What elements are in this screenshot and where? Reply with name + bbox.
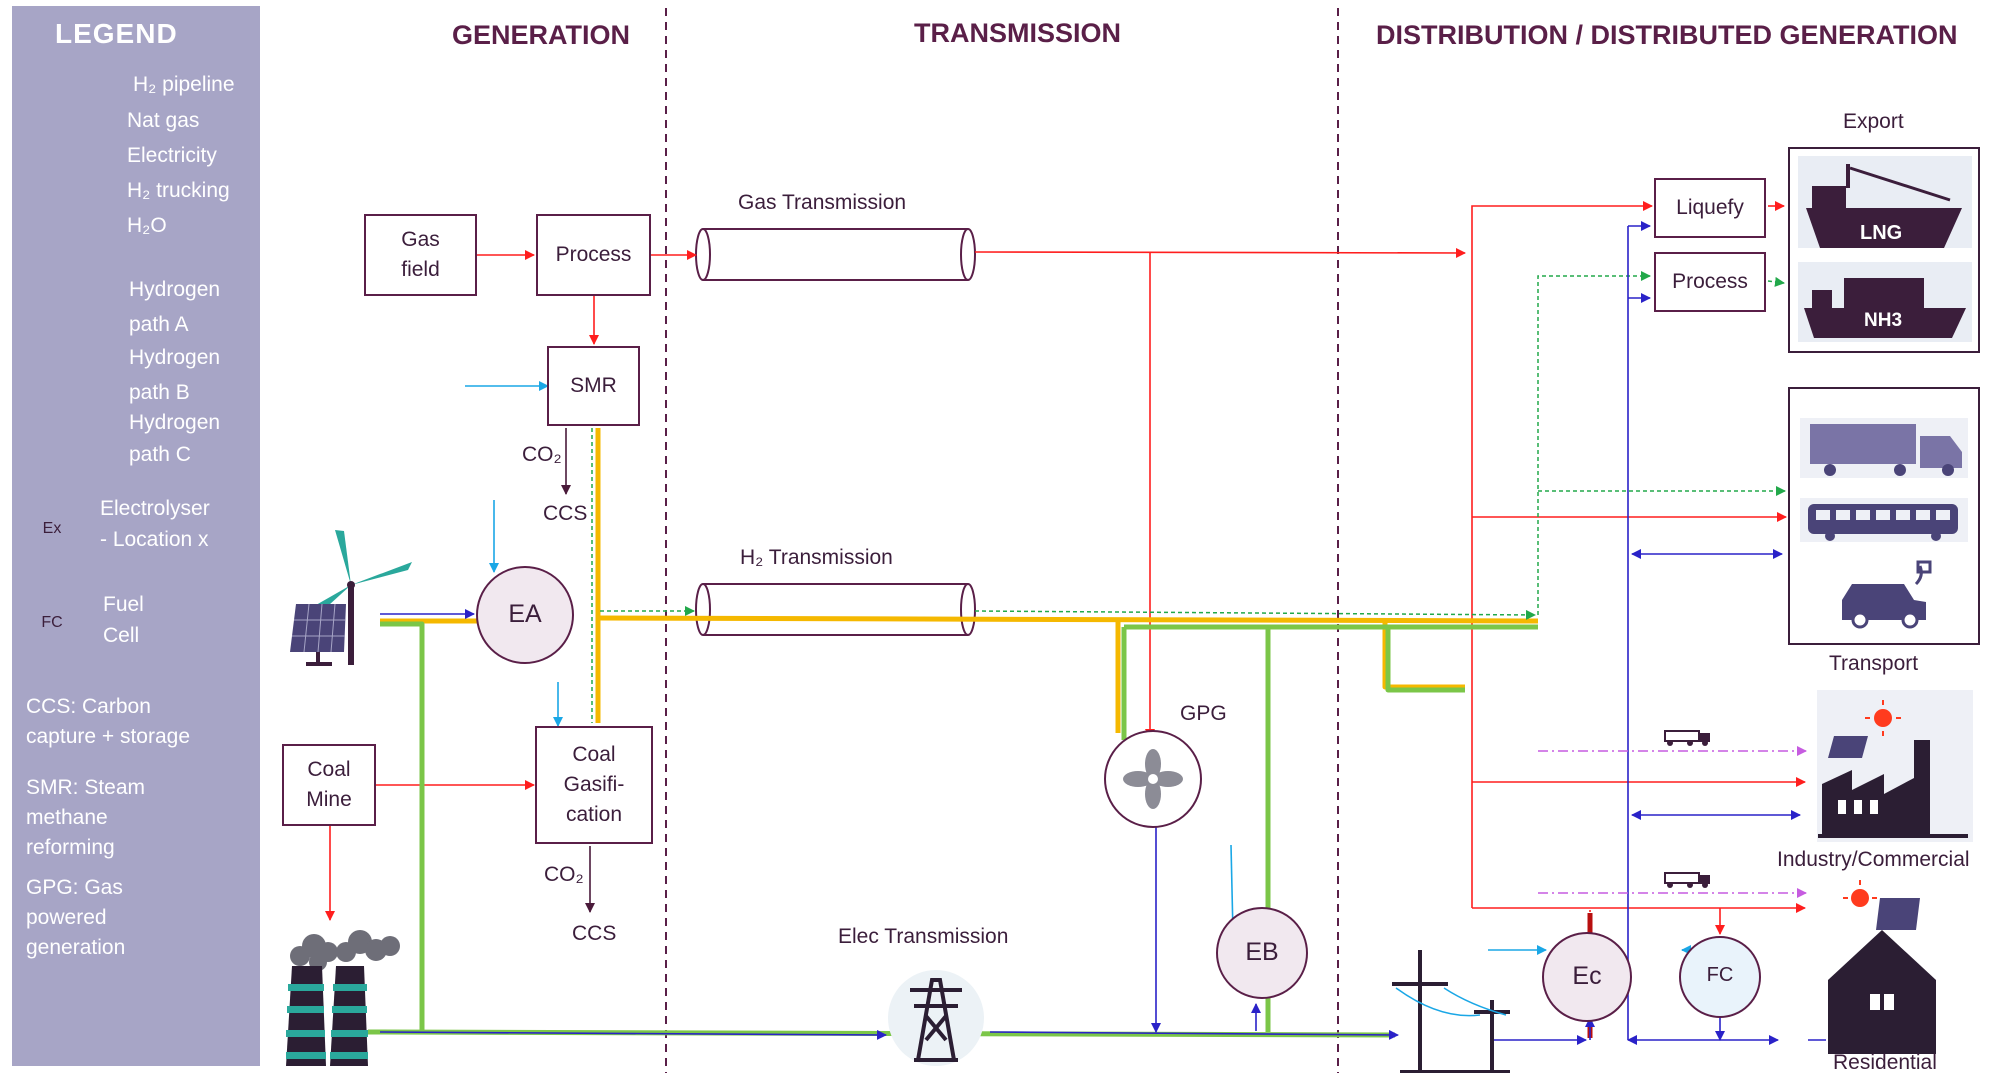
electrolyser-c[interactable]: [1542, 932, 1632, 1022]
fuel-cell-label: FC: [1706, 964, 1734, 986]
electrolyser-b-label: EB: [1245, 938, 1279, 966]
coal-gasification-line2: Gasifi-: [563, 773, 625, 796]
ccs-label-smr: CCS: [543, 502, 588, 525]
h2o-lines: [465, 381, 1702, 955]
section-generation: GENERATION: [452, 20, 631, 50]
electrolyser-a-label: EA: [508, 600, 542, 628]
section-transmission: TRANSMISSION: [914, 18, 1122, 48]
legend-h2-trucking: H₂ trucking: [127, 179, 230, 202]
industry-icon: [1817, 690, 1973, 842]
co2-label-smr: CO₂: [522, 443, 562, 466]
legend-panel: [12, 6, 260, 1066]
legend-fuel-cell-line1: Fuel: [103, 593, 144, 616]
transmission-tower-icon: [888, 970, 984, 1066]
lng-label: LNG: [1860, 222, 1903, 244]
legend-path-b-line1: Hydrogen: [129, 346, 221, 369]
residential-house-icon: [1828, 880, 1936, 1054]
coal-gasification-line3: cation: [565, 803, 623, 826]
co2-arrows: [561, 428, 595, 913]
elec-transmission-label: Elec Transmission: [838, 925, 1009, 948]
electrolyser-b[interactable]: [1216, 907, 1308, 999]
legend-path-c-line2: path C: [129, 443, 191, 466]
nat-gas-lines: [325, 201, 1806, 935]
gpg-label: GPG: [1180, 702, 1227, 725]
legend-electrolyser-symbol: Ex: [42, 520, 62, 537]
h2-trucking-lines: [1538, 746, 1807, 898]
gpg-fan-icon: [1104, 730, 1202, 828]
legend-h2-pipeline: H₂ pipeline: [133, 73, 235, 96]
legend-path-c-line1: Hydrogen: [129, 411, 221, 434]
gas-field-line2: field: [401, 258, 440, 281]
transport-label: Transport: [1829, 652, 1919, 675]
legend-nat-gas: Nat gas: [127, 109, 200, 132]
transport-box: [1788, 387, 1980, 645]
export-box: [1788, 147, 1980, 353]
legend-title: LEGEND: [55, 18, 178, 49]
legend-electrolyser-line1: Electrolyser: [100, 497, 210, 520]
electrolyser-c-label: Ec: [1572, 962, 1602, 990]
h2-transmission-pipe: [695, 583, 976, 636]
liquefy-box[interactable]: Liquefy: [1654, 178, 1766, 238]
gas-field-box[interactable]: Gas field: [364, 214, 477, 296]
legend-h2o: H₂O: [127, 214, 167, 237]
coal-mine-line2: Mine: [306, 788, 352, 811]
process-box-distribution-label: Process: [1672, 270, 1748, 293]
legend-gpg-line2: powered: [26, 906, 107, 929]
nh3-label: NH3: [1864, 310, 1903, 331]
legend-fuel-cell-line2: Cell: [103, 624, 140, 647]
legend-ccs-line2: capture + storage: [26, 725, 191, 748]
wind-solar-icon: [290, 530, 412, 666]
electricity-lines: [379, 221, 1826, 1045]
section-distribution: DISTRIBUTION / DISTRIBUTED GENERATION: [1376, 20, 1958, 50]
coal-power-plant-icon: [286, 930, 400, 1066]
gas-transmission-label: Gas Transmission: [738, 191, 907, 214]
legend-path-a-line2: path A: [129, 313, 189, 336]
co2-label-gasification: CO₂: [544, 863, 584, 886]
legend-electricity: Electricity: [127, 144, 217, 167]
process-box-generation-label: Process: [555, 243, 632, 266]
h2-pipeline-lines: [591, 271, 1786, 723]
hydrogen-path-a: [380, 428, 1539, 733]
fuel-cell[interactable]: [1679, 936, 1761, 1018]
smr-label: SMR: [570, 374, 617, 397]
electrolyser-a[interactable]: [476, 566, 574, 664]
industry-commercial-label: Industry/Commercial: [1777, 848, 1970, 871]
legend-ccs-line1: CCS: Carbon: [26, 695, 151, 718]
export-label: Export: [1843, 110, 1904, 133]
coal-mine-box[interactable]: Coal Mine: [282, 744, 376, 826]
legend-smr-line3: reforming: [26, 836, 115, 859]
gas-field-line1: Gas: [401, 228, 440, 251]
legend-fuel-cell-symbol: FC: [41, 614, 63, 631]
legend-path-a-line1: Hydrogen: [129, 278, 221, 301]
legend-path-b-line2: path B: [129, 381, 190, 404]
smr-box[interactable]: SMR: [547, 346, 640, 426]
coal-gasification-line1: Coal: [572, 743, 616, 766]
residential-label: Residential: [1833, 1051, 1937, 1074]
legend-smr-line1: SMR: Steam: [26, 776, 146, 799]
legend-gpg-line3: generation: [26, 936, 126, 959]
h2-transmission-label: H₂ Transmission: [740, 546, 893, 569]
legend-gpg-line1: GPG: Gas: [26, 876, 123, 899]
legend-smr-line2: methane: [26, 806, 108, 829]
legend-electrolyser-line2: - Location x: [100, 528, 209, 551]
distribution-poles-icon: [1392, 950, 1510, 1073]
process-box-generation[interactable]: Process: [536, 214, 651, 296]
gas-transmission-pipe: [695, 228, 976, 281]
coal-gasification-box[interactable]: Coal Gasifi- cation: [535, 726, 653, 844]
ccs-label-gasification: CCS: [572, 922, 617, 945]
liquefy-label: Liquefy: [1676, 196, 1744, 219]
process-box-distribution[interactable]: Process: [1654, 252, 1766, 312]
coal-mine-line1: Coal: [307, 758, 351, 781]
truck-icons: [1664, 730, 1710, 888]
